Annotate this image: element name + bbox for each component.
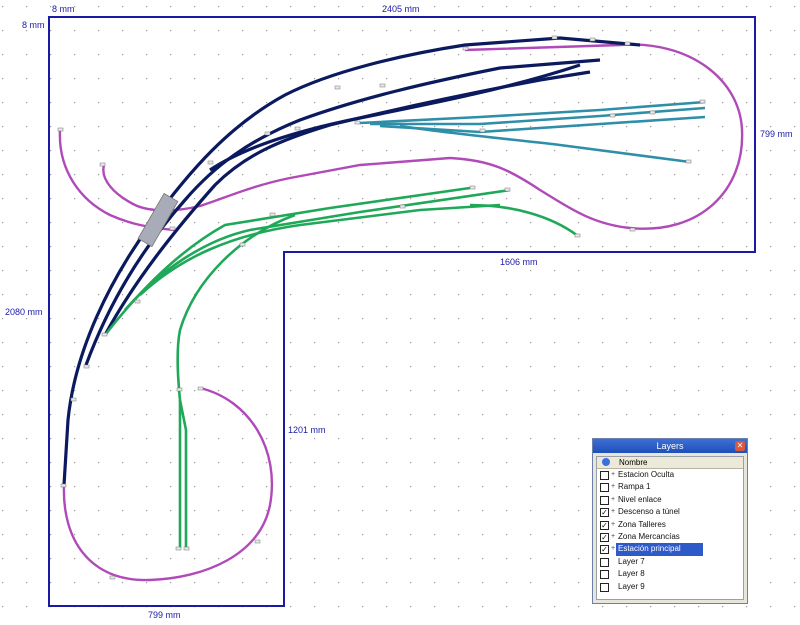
expand-icon[interactable]: + (611, 508, 616, 516)
close-icon[interactable]: ✕ (735, 441, 745, 451)
baseboard-outline (48, 16, 756, 607)
expand-icon[interactable]: + (611, 520, 616, 528)
layers-panel-title: Layers (656, 441, 684, 451)
layers-panel-titlebar[interactable]: Layers ✕ (593, 439, 747, 453)
yard-track-spur[interactable] (176, 213, 296, 548)
layer-checkbox[interactable] (600, 557, 609, 567)
layer-label: Layer 8 (618, 569, 645, 579)
layer-label: Layer 9 (618, 581, 645, 591)
main-track-4[interactable] (209, 63, 581, 172)
yard-tracks (103, 186, 579, 548)
expand-icon[interactable]: + (611, 495, 616, 503)
layer-label: Nivel enlace (618, 494, 662, 504)
level-crossing[interactable] (137, 192, 179, 248)
layers-column-header[interactable]: Nombre (597, 457, 743, 469)
dim-top-left: 8 mm (52, 4, 75, 14)
yard-track-1[interactable] (103, 186, 471, 336)
layer-row[interactable]: ✓+Estación principal (597, 543, 743, 556)
layer-row[interactable]: Layer 8 (597, 568, 743, 580)
layer-row[interactable]: +Estacion Oculta (597, 469, 743, 481)
expand-icon[interactable]: + (611, 545, 616, 553)
layer-checkbox[interactable]: ✓ (600, 532, 609, 542)
expand-icon[interactable]: + (611, 483, 616, 491)
layer-checkbox[interactable]: ✓ (600, 508, 609, 518)
layer-visibility-icon (602, 458, 610, 466)
dim-inner-vertical: 1201 mm (288, 425, 326, 435)
layer-checkbox[interactable] (600, 570, 609, 580)
expand-icon[interactable]: + (611, 532, 616, 540)
layer-checkbox[interactable]: ✓ (600, 545, 609, 555)
layer-label: Descenso a túnel (618, 507, 680, 517)
yard-track-spur-2[interactable] (178, 399, 188, 548)
layer-label: Estación principal (616, 543, 703, 556)
layer-label: Zona Mercancías (618, 531, 680, 541)
dim-bottom: 799 mm (148, 610, 181, 620)
dim-top: 2405 mm (382, 4, 420, 14)
branch-track-1[interactable] (359, 100, 706, 125)
layers-panel[interactable]: Layers ✕ Nombre +Estacion Oculta+Rampa 1… (592, 438, 748, 604)
layer-label: Zona Talleres (618, 519, 666, 529)
layers-column-header-label: Nombre (619, 458, 648, 467)
dim-right: 799 mm (760, 129, 793, 139)
layer-checkbox[interactable] (600, 495, 609, 505)
track-joints (57, 35, 706, 580)
dim-left-top: 8 mm (22, 20, 45, 30)
loop-track-bottom[interactable] (62, 386, 274, 582)
layer-row[interactable]: +Nivel enlace (597, 494, 743, 506)
layer-row[interactable]: ✓+Zona Talleres (597, 519, 743, 531)
layer-row[interactable]: ✓+Descenso a túnel (597, 506, 743, 518)
layer-row[interactable]: +Rampa 1 (597, 481, 743, 493)
layer-row[interactable]: ✓+Zona Mercancías (597, 531, 743, 543)
layer-checkbox[interactable] (600, 471, 609, 480)
layer-checkbox[interactable] (600, 483, 609, 493)
dim-inner-horizontal: 1606 mm (500, 257, 538, 267)
layer-checkbox[interactable]: ✓ (600, 520, 609, 530)
layer-label: Estacion Oculta (618, 470, 675, 479)
layers-list[interactable]: Nombre +Estacion Oculta+Rampa 1+Nivel en… (596, 456, 744, 600)
layer-checkbox[interactable] (600, 582, 609, 592)
expand-icon[interactable]: + (611, 471, 616, 478)
dim-left: 2080 mm (5, 307, 43, 317)
main-track-outer[interactable] (62, 36, 641, 486)
layer-row[interactable]: Layer 7 (597, 556, 743, 568)
yard-track-3[interactable] (139, 203, 501, 296)
main-track-inner[interactable] (84, 58, 601, 366)
layer-label: Layer 7 (618, 556, 645, 566)
main-tracks (62, 36, 641, 486)
yard-track-4[interactable] (469, 203, 579, 238)
layer-row[interactable]: Layer 9 (597, 581, 743, 593)
branch-track-4[interactable] (399, 124, 691, 164)
layer-label: Rampa 1 (618, 482, 651, 492)
